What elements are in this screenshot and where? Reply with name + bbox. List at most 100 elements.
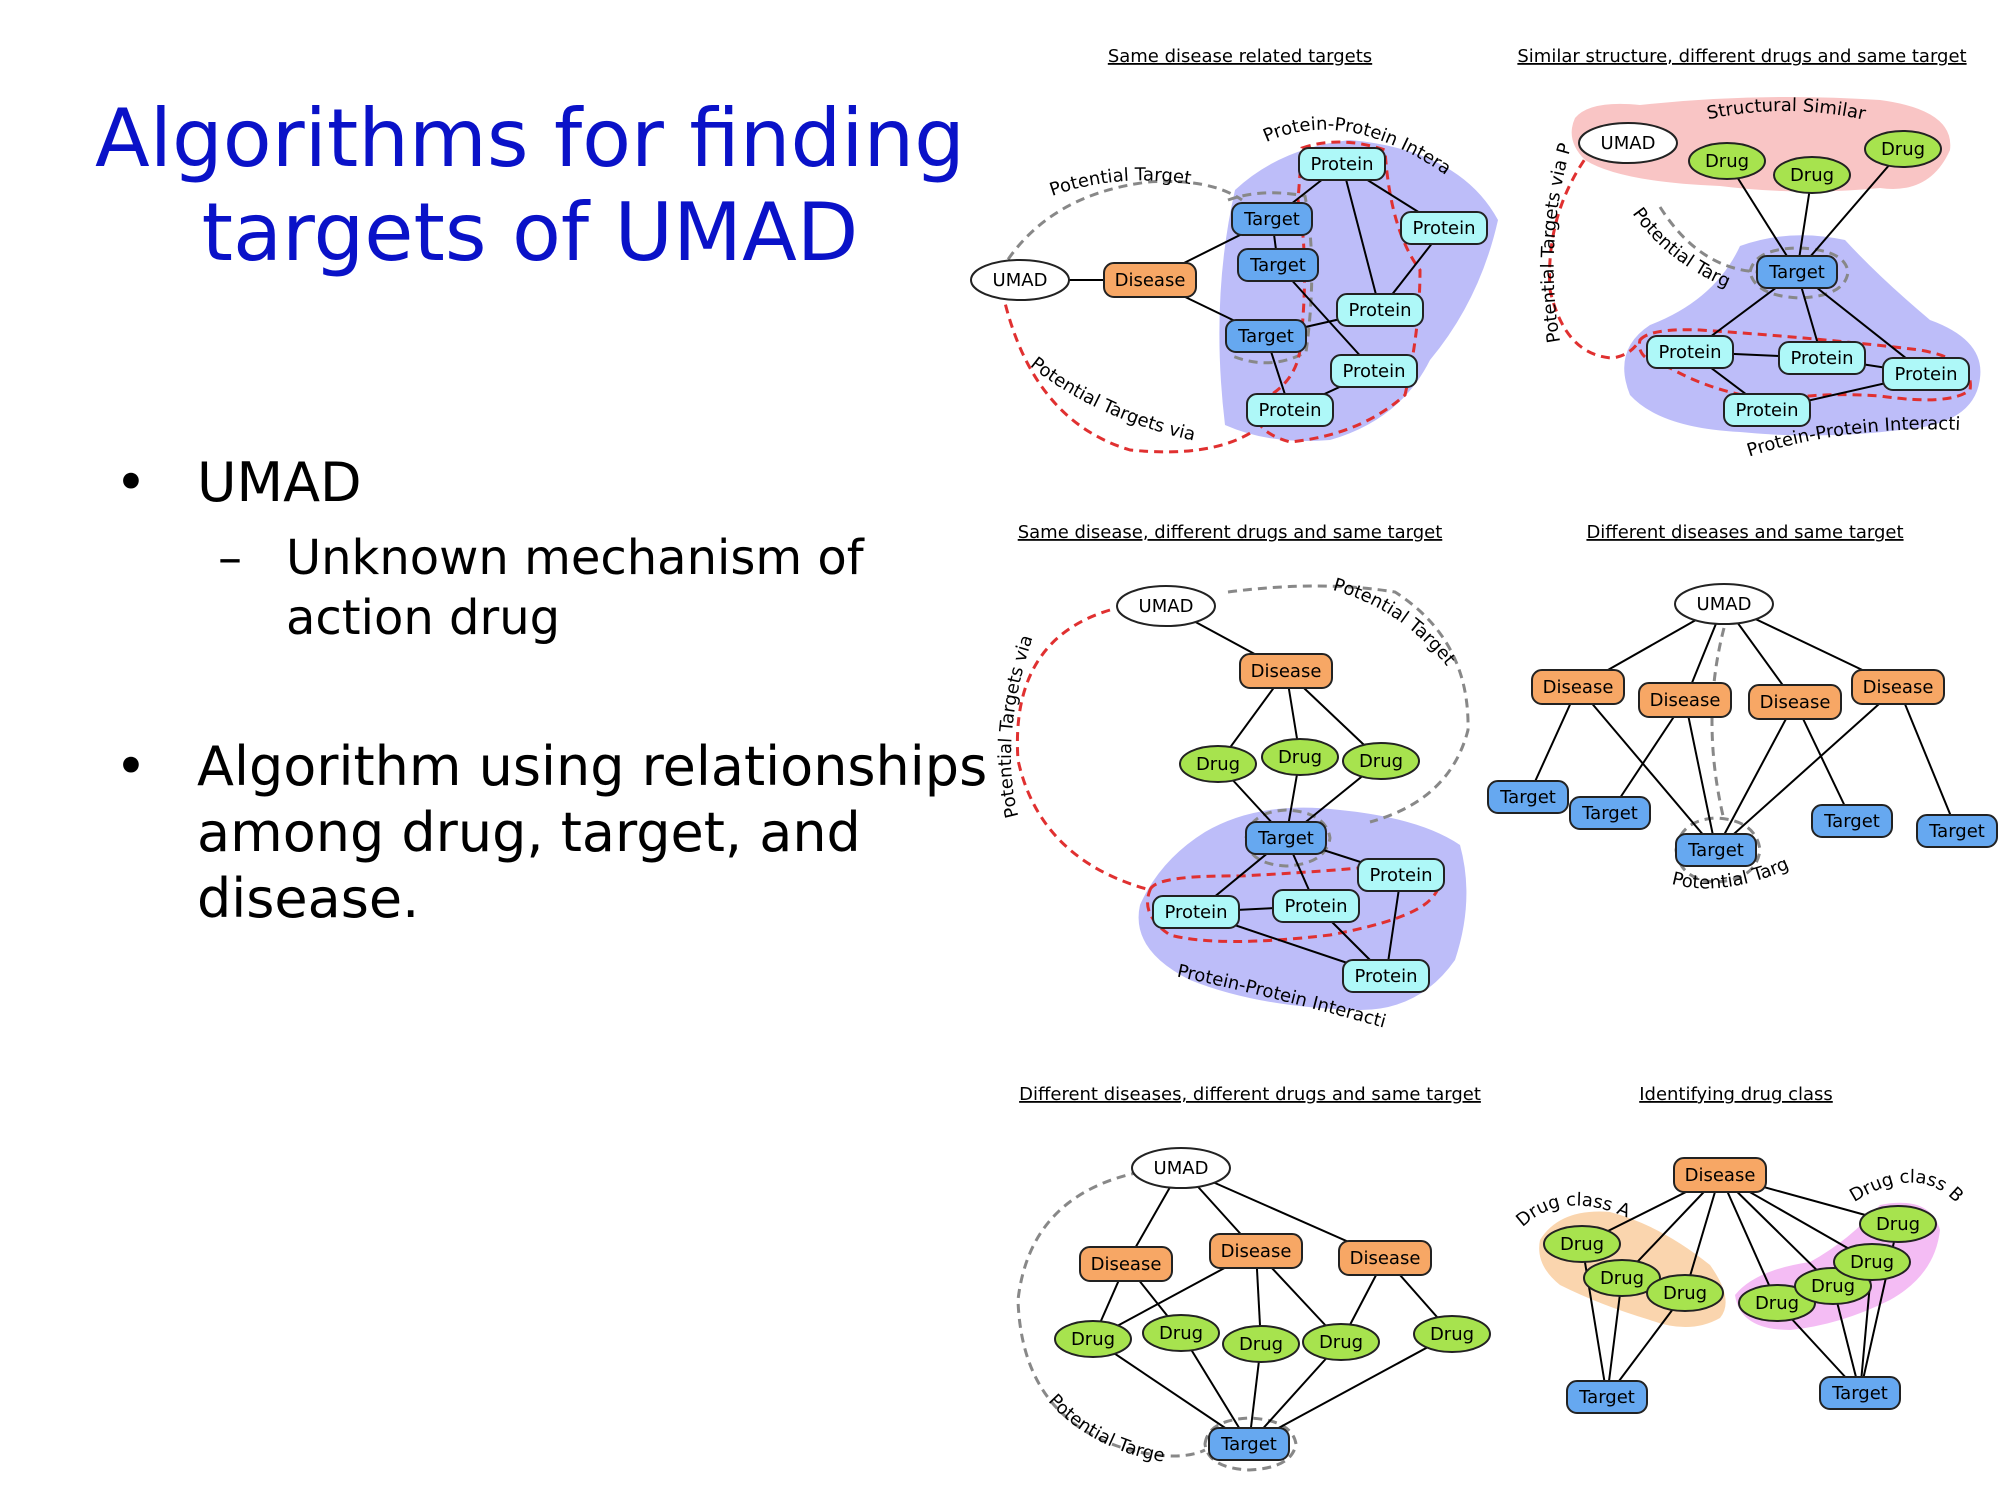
node-label: Drug: [1239, 1334, 1283, 1355]
node-label: Protein: [1369, 865, 1432, 886]
panel-5-node-umad: UMAD: [1131, 1147, 1231, 1189]
node-shape: [1578, 122, 1678, 164]
node-label: Target: [1243, 209, 1300, 230]
bullet-text: Algorithm using relationships among drug…: [197, 735, 988, 930]
node-shape: [1773, 156, 1851, 194]
node-label: UMAD: [993, 270, 1048, 291]
node-shape: [1413, 1315, 1491, 1353]
node-shape: [1646, 335, 1734, 369]
node-label: Target: [1499, 787, 1556, 808]
node-label: Drug: [1196, 754, 1240, 775]
node-label: Disease: [1650, 690, 1721, 711]
panel-3-node-drug: Drug: [1261, 738, 1339, 776]
node-shape: [1723, 393, 1811, 427]
panel-1-node-disease: Disease: [1103, 262, 1197, 298]
panel-4-node-umad: UMAD: [1674, 583, 1774, 625]
node-label: Disease: [1685, 1165, 1756, 1186]
node-shape: [1225, 319, 1307, 353]
node-label: Disease: [1091, 1254, 1162, 1275]
node-shape: [1851, 669, 1945, 705]
node-shape: [1778, 341, 1866, 375]
bullet-marker: •: [115, 451, 147, 514]
node-shape: [1152, 895, 1240, 929]
panel-5-edge-15: [1248, 1333, 1453, 1445]
node-label: Drug: [1876, 1214, 1920, 1235]
panel-6-node-drug: Drug: [1583, 1259, 1661, 1297]
panel-4-node-target: Target: [1811, 804, 1893, 838]
node-shape: [1756, 255, 1838, 289]
node-label: UMAD: [1697, 594, 1752, 615]
panel-4-edge-10: [1794, 701, 1853, 822]
panel-1-annotation-2: Potential Targets: [0, 0, 1193, 201]
slide-title: Algorithms for finding targets of UMAD: [80, 92, 980, 280]
panel-3-node-protein: Protein: [1152, 895, 1240, 929]
node-label: Target: [1237, 326, 1294, 347]
panel-4-annotation-1: Potential Target: [0, 0, 1792, 894]
panel-2-node-drug: Drug: [1864, 130, 1942, 168]
panel-3-title: Same disease, different drugs and same t…: [1018, 522, 1443, 543]
panel-1-node-protein: Protein: [1246, 393, 1334, 427]
node-shape: [1246, 393, 1334, 427]
panel-5-title: Different diseases, different drugs and …: [1019, 1084, 1481, 1105]
node-shape: [1302, 1323, 1380, 1361]
node-shape: [1638, 682, 1732, 718]
node-shape: [1116, 585, 1216, 627]
panel-1-node-target: Target: [1231, 202, 1313, 236]
panel-4-edge-9: [1715, 701, 1796, 851]
node-label: Target: [1257, 828, 1314, 849]
node-label: Protein: [1348, 300, 1411, 321]
node-label: Drug: [1359, 751, 1403, 772]
node-label: UMAD: [1601, 133, 1656, 154]
panel-1-annotation-3: Potential Targets via PPI: [0, 0, 1203, 447]
node-shape: [1336, 293, 1424, 327]
node-shape: [1673, 1157, 1767, 1193]
node-label: Protein: [1354, 966, 1417, 987]
panel-1-node-protein: Protein: [1336, 293, 1424, 327]
panel-5-node-drug: Drug: [1142, 1314, 1220, 1352]
node-shape: [1245, 821, 1327, 855]
panel-1-title: Same disease related targets: [1108, 46, 1372, 67]
node-shape: [1222, 1325, 1300, 1363]
panel-4-edge-8: [1684, 699, 1717, 851]
node-shape: [1811, 804, 1893, 838]
panel-6-node-drug: Drug: [1543, 1225, 1621, 1263]
panel-6-node-target: Target: [1819, 1376, 1901, 1410]
panel-3-node-protein: Protein: [1342, 959, 1430, 993]
panel-1-node-protein: Protein: [1400, 211, 1488, 245]
panel-6-edge-4: [1719, 1174, 1778, 1304]
node-label: Target: [1249, 255, 1306, 276]
panel-3-node-disease: Disease: [1239, 653, 1333, 689]
node-label: Protein: [1790, 348, 1853, 369]
node-shape: [1272, 889, 1360, 923]
node-label: Protein: [1164, 902, 1227, 923]
node-label: Target: [1687, 840, 1744, 861]
panel-4-dashed-path-1: [1710, 627, 1726, 821]
panel-3-node-drug: Drug: [1342, 742, 1420, 780]
node-label: Disease: [1251, 661, 1322, 682]
node-shape: [1675, 833, 1757, 867]
panel-2-node-target: Target: [1756, 255, 1838, 289]
panel-5-node-drug: Drug: [1413, 1315, 1491, 1353]
node-label: Target: [1578, 1387, 1635, 1408]
panel-1-dashed-path-3: [1000, 289, 1253, 454]
panel-6-node-drug: Drug: [1738, 1284, 1816, 1322]
node-label: Target: [1581, 803, 1638, 824]
panel-2-node-umad: UMAD: [1578, 122, 1678, 164]
node-label: Disease: [1543, 677, 1614, 698]
node-shape: [1261, 738, 1339, 776]
panel-3-node-protein: Protein: [1357, 858, 1445, 892]
panel-3-node-umad: UMAD: [1116, 585, 1216, 627]
sub-bullet-marker: –: [218, 530, 242, 586]
node-shape: [1748, 684, 1842, 720]
node-label: Target: [1220, 1434, 1277, 1455]
panel-4-edge-6: [1577, 686, 1717, 851]
panel-4-title: Different diseases and same target: [1586, 522, 1903, 543]
panel-3-node-target: Target: [1245, 821, 1327, 855]
panel-4-node-disease: Disease: [1851, 669, 1945, 705]
panel-2-node-protein: Protein: [1646, 335, 1734, 369]
panel-2-region-1: [1571, 96, 1951, 192]
panel-4-node-disease: Disease: [1638, 682, 1732, 718]
panel-5-node-disease: Disease: [1209, 1233, 1303, 1269]
node-shape: [1646, 1274, 1724, 1312]
panel-3-annotation-2: Potential Target: [1331, 574, 1459, 669]
